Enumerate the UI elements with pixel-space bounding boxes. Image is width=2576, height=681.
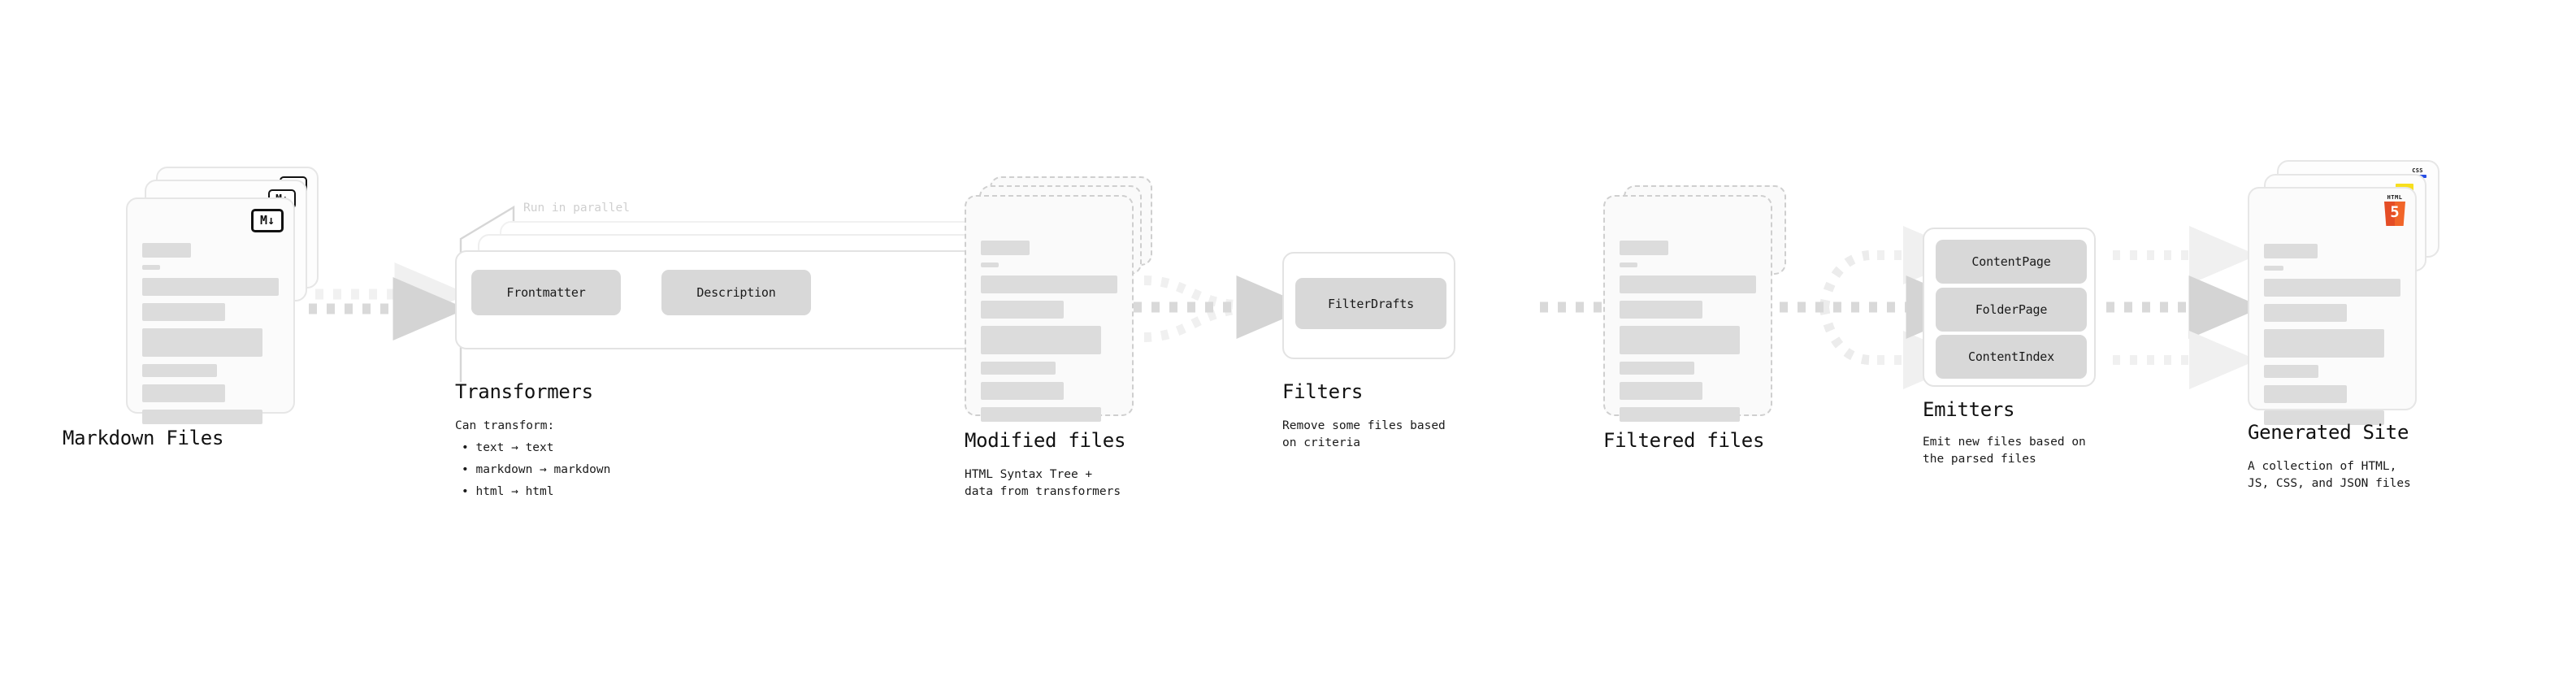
- html5-icon: HTML 5: [2384, 195, 2405, 226]
- arrow-emitters-to-site: [2106, 226, 2263, 389]
- markdown-skeleton-lines: [142, 243, 279, 432]
- stage-subtitle-generated-site: A collection of HTML, JS, CSS, and JSON …: [2248, 460, 2411, 491]
- modified-card-front[interactable]: [965, 195, 1134, 422]
- emitter-chip-folderpage[interactable]: FolderPage: [1936, 288, 2087, 332]
- stage-title-markdown-files: Markdown Files: [63, 427, 224, 449]
- run-in-parallel-note: Run in parallel: [523, 202, 630, 215]
- arrow-filtered-to-emitters: [1780, 226, 1980, 389]
- emitters-box[interactable]: ContentPage FolderPage ContentIndex: [1923, 228, 2096, 387]
- site-skeleton-lines: [2264, 244, 2400, 432]
- arrow-markdown-to-transformers: [309, 262, 469, 340]
- transformer-chip-description[interactable]: Description: [661, 270, 811, 315]
- stage-title-filters: Filters: [1282, 380, 1364, 403]
- markdown-card-front[interactable]: M↓: [126, 197, 295, 424]
- site-card-front[interactable]: HTML 5: [2248, 187, 2417, 425]
- stage-title-modified-files: Modified files: [965, 429, 1126, 452]
- stage-title-emitters: Emitters: [1923, 398, 2015, 421]
- stage-title-filtered-files: Filtered files: [1603, 429, 1765, 452]
- transform-list-item-1: • markdown → markdown: [462, 463, 611, 476]
- filters-box[interactable]: FilterDrafts: [1282, 252, 1455, 359]
- stage-title-generated-site: Generated Site: [2248, 421, 2409, 444]
- modified-skeleton-lines: [981, 241, 1117, 429]
- stage-title-transformers: Transformers: [455, 380, 593, 403]
- emitter-chip-contentindex[interactable]: ContentIndex: [1936, 335, 2087, 379]
- stage-subtitle-filters: Remove some files based on criteria: [1282, 419, 1446, 450]
- arrow-modified-to-filters: [1134, 275, 1311, 342]
- filtered-skeleton-lines: [1620, 241, 1756, 429]
- filtered-card-front[interactable]: [1603, 195, 1772, 422]
- transform-list-item-0: • text → text: [462, 441, 554, 454]
- transformer-chip-frontmatter[interactable]: Frontmatter: [471, 270, 621, 315]
- emitter-chip-contentpage[interactable]: ContentPage: [1936, 240, 2087, 284]
- stage-subtitle-emitters: Emit new files based on the parsed files: [1923, 436, 2086, 466]
- filter-chip-filterdrafts[interactable]: FilterDrafts: [1295, 278, 1446, 329]
- stage-subtitle-modified-files: HTML Syntax Tree + data from transformer…: [965, 468, 1121, 499]
- markdown-icon: M↓: [251, 209, 284, 232]
- transform-list-heading: Can transform:: [455, 419, 555, 432]
- transform-list-item-2: • html → html: [462, 485, 554, 498]
